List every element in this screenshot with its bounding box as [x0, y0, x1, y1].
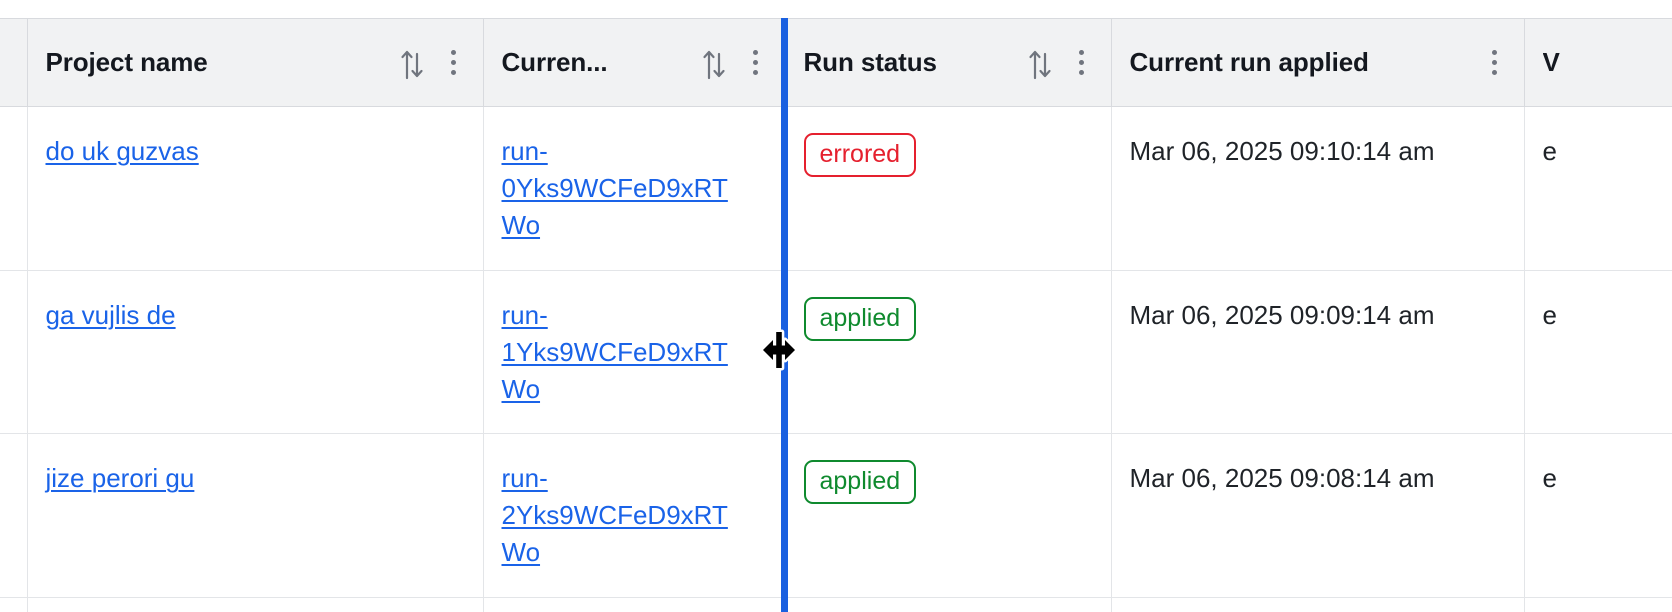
- cell-current-run: run-3Yks9WCFeD9xRTWo: [483, 597, 786, 612]
- cell-next-column: e: [1524, 270, 1672, 435]
- cell-current-run-applied: Mar 06, 2025 09:08:14 am: [1111, 433, 1525, 599]
- cell-run-status: errored: [785, 106, 1112, 271]
- applied-timestamp: Mar 06, 2025 09:08:14 am: [1129, 463, 1435, 494]
- table-row: jize perori gu run-2Yks9WCFeD9xRTWo appl…: [0, 433, 1672, 599]
- cell-next-column: e: [1524, 597, 1672, 612]
- column-header-label-current-run: Curren...: [501, 47, 608, 77]
- column-header-current-run-applied[interactable]: Current run applied: [1111, 18, 1525, 107]
- cell-next-column: e: [1524, 106, 1672, 271]
- sort-arrows-icon[interactable]: [701, 46, 727, 80]
- cell-project-name: jokbopu vipsu umbi: [27, 597, 484, 612]
- sort-arrows-icon[interactable]: [1027, 46, 1053, 80]
- column-header-label-run-status: Run status: [803, 47, 937, 77]
- header-row: Project name: [0, 18, 1672, 107]
- project-name-link[interactable]: jize perori gu: [45, 463, 195, 494]
- current-run-link[interactable]: run-2Yks9WCFeD9xRTWo: [501, 463, 728, 568]
- column-header-label-project-name: Project name: [45, 47, 208, 77]
- status-badge: errored: [803, 133, 917, 177]
- applied-timestamp: Mar 06, 2025 09:10:14 am: [1129, 136, 1435, 166]
- kebab-menu-icon[interactable]: [1071, 46, 1093, 80]
- column-header-next-column[interactable]: V: [1524, 18, 1672, 107]
- column-header-label-current-run-applied: Current run applied: [1129, 47, 1369, 77]
- cell-project-name: ga vujlis de: [27, 270, 484, 435]
- table-row: do uk guzvas run-0Yks9WCFeD9xRTWo errore…: [0, 106, 1672, 271]
- cell-current-run-applied: Mar 06, 2025 09:10:14 am: [1111, 106, 1525, 271]
- current-run-link[interactable]: run-1Yks9WCFeD9xRTWo: [501, 299, 728, 404]
- row-select-cell[interactable]: [0, 597, 28, 612]
- applied-timestamp: Mar 06, 2025 09:09:14 am: [1129, 299, 1435, 330]
- cell-current-run: run-2Yks9WCFeD9xRTWo: [483, 433, 786, 599]
- sort-arrows-icon[interactable]: [399, 46, 425, 80]
- project-name-link[interactable]: ga vujlis de: [45, 299, 176, 330]
- cell-run-status: planned: [785, 597, 1112, 612]
- status-badge: applied: [803, 296, 917, 341]
- current-run-link[interactable]: run-0Yks9WCFeD9xRTWo: [501, 136, 728, 240]
- column-header-run-status[interactable]: Run status: [785, 18, 1112, 107]
- projects-table: Project name: [0, 18, 1672, 612]
- table-body: do uk guzvas run-0Yks9WCFeD9xRTWo errore…: [0, 106, 1672, 612]
- kebab-menu-icon[interactable]: [1484, 46, 1506, 80]
- cell-run-status: applied: [785, 270, 1112, 435]
- column-header-select[interactable]: [0, 18, 28, 107]
- next-column-value: e: [1542, 463, 1557, 494]
- next-column-value: e: [1542, 299, 1557, 330]
- row-select-cell[interactable]: [0, 106, 28, 271]
- cell-current-run-applied: Mar 06, 2025 09:09:14 am: [1111, 270, 1525, 435]
- table-row: ga vujlis de run-1Yks9WCFeD9xRTWo applie…: [0, 270, 1672, 435]
- cell-run-status: applied: [785, 433, 1112, 599]
- row-select-cell[interactable]: [0, 433, 28, 599]
- cell-next-column: e: [1524, 433, 1672, 599]
- next-column-value: e: [1542, 136, 1557, 166]
- cell-current-run: run-1Yks9WCFeD9xRTWo: [483, 270, 786, 435]
- cell-current-run: run-0Yks9WCFeD9xRTWo: [483, 106, 786, 271]
- row-select-cell[interactable]: [0, 270, 28, 435]
- status-badge: applied: [803, 460, 917, 505]
- cell-project-name: do uk guzvas: [27, 106, 484, 271]
- table-row: jokbopu vipsu umbi run-3Yks9WCFeD9xRTWo …: [0, 597, 1672, 612]
- cell-project-name: jize perori gu: [27, 433, 484, 599]
- cell-current-run-applied: Mar 06, 2025 09:07:14 am: [1111, 597, 1525, 612]
- kebab-menu-icon[interactable]: [745, 46, 767, 80]
- column-header-project-name[interactable]: Project name: [27, 18, 484, 107]
- column-header-label-next-column: V: [1542, 47, 1560, 77]
- column-header-current-run[interactable]: Curren...: [483, 18, 786, 107]
- table-header: Project name: [0, 18, 1672, 107]
- kebab-menu-icon[interactable]: [443, 46, 465, 80]
- project-name-link[interactable]: do uk guzvas: [45, 136, 199, 166]
